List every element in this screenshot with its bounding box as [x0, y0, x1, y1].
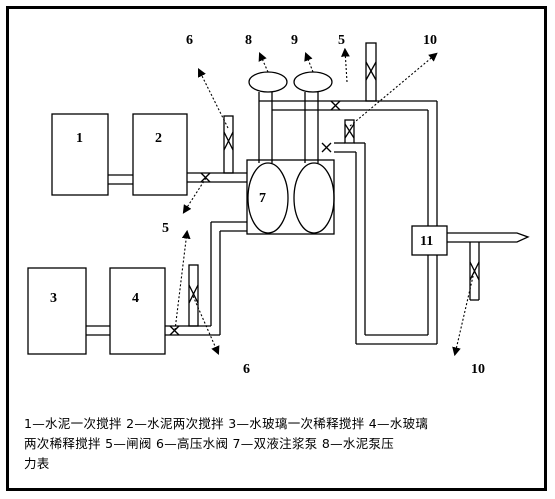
- legend-line-2: 两次稀释搅拌 5—闸阀 6—高压水阀 7—双液注浆泵 8—水泥泵压: [24, 436, 395, 451]
- pump-cylinder-right: [293, 162, 335, 234]
- label-cement-first-mix: 1: [76, 131, 83, 146]
- cement-pump-pressure-gauge: [248, 71, 288, 93]
- legend-caption: 1—水泥一次搅拌 2—水泥两次搅拌 3—水玻璃一次稀释搅拌 4—水玻璃 两次稀释…: [24, 414, 536, 474]
- label-glass-first-dilution: 3: [50, 291, 57, 306]
- glass-first-dilution-tank: [27, 267, 87, 355]
- label-outlet-10-bottom: 10: [471, 362, 485, 377]
- cement-first-mix-tank: [51, 113, 109, 196]
- glass-pump-pressure-gauge: [293, 71, 333, 93]
- label-gauge-9: 9: [291, 33, 298, 48]
- glass-second-dilution-tank: [109, 267, 166, 355]
- pump-cylinder-left: [247, 162, 289, 234]
- label-gate-valve-5-left: 5: [162, 221, 169, 236]
- label-valve-6-top: 6: [186, 33, 193, 48]
- top-relief-riser: [365, 42, 377, 102]
- diagram-frame: [6, 6, 547, 491]
- label-outlet-10-top: 10: [423, 33, 437, 48]
- label-gate-valve-5-top: 5: [338, 33, 345, 48]
- high-pressure-water-valve-upper: [223, 115, 234, 174]
- label-valve-6-bottom: 6: [243, 362, 250, 377]
- legend-line-3: 力表: [24, 456, 50, 471]
- mixer-box: [411, 225, 448, 256]
- label-grout-pump: 7: [259, 191, 266, 206]
- label-gauge-8: 8: [245, 33, 252, 48]
- high-pressure-water-valve-lower: [188, 264, 199, 327]
- label-glass-second-dilution: 4: [132, 291, 139, 306]
- label-mixer: 11: [420, 234, 433, 249]
- label-cement-second-mix: 2: [155, 131, 162, 146]
- return-valve: [344, 119, 355, 144]
- cement-second-mix-tank: [132, 113, 188, 196]
- legend-line-1: 1—水泥一次搅拌 2—水泥两次搅拌 3—水玻璃一次稀释搅拌 4—水玻璃: [24, 416, 429, 431]
